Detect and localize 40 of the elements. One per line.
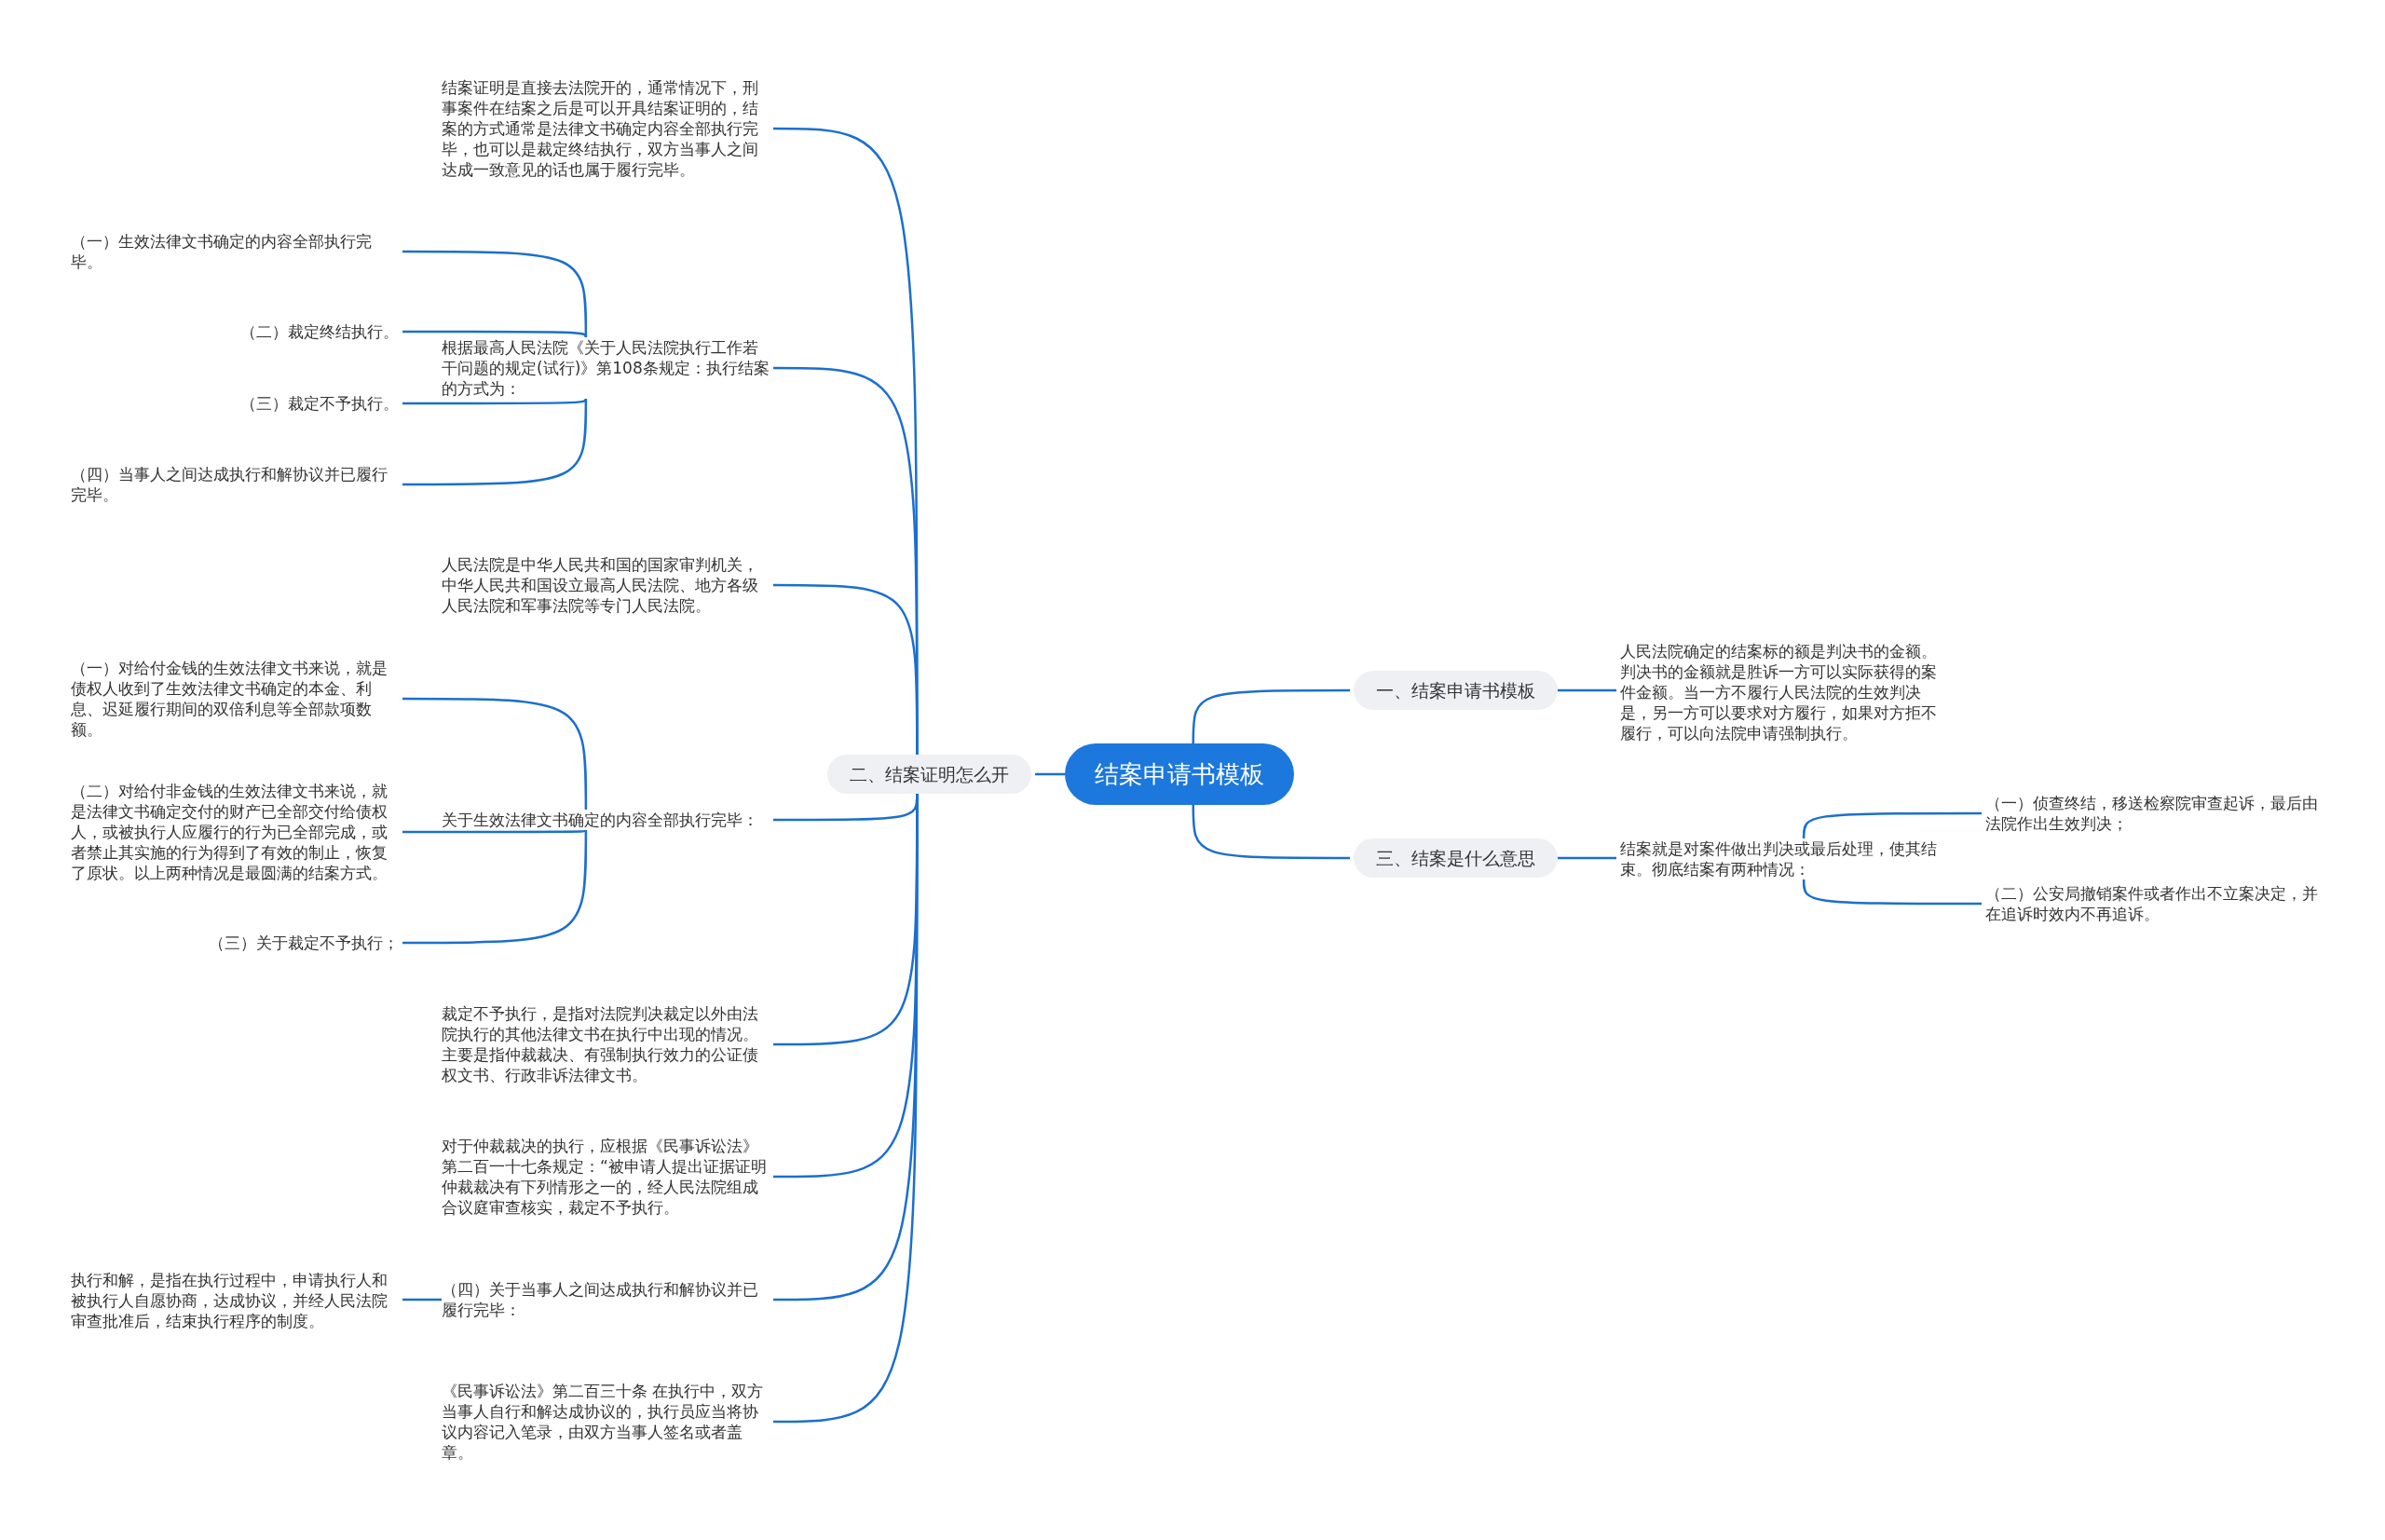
topic-text: （三）裁定不予执行。 — [240, 393, 399, 414]
topic-text: 结案就是对案件做出判决或最后处理，使其结束。彻底结案有两种情况： — [1620, 838, 1948, 879]
topic-text: 《民事诉讼法》第二百三十条 在执行中，双方当事人自行和解达成协议的，执行员应当将协议内容记入笔录，由双方当事人签名或者盖章。 — [442, 1381, 770, 1463]
topic-text: （一）侦查终结，移送检察院审查起诉，最后由法院作出生效判决； — [1985, 793, 2330, 834]
topic-text: 根据最高人民法院《关于人民法院执行工作若干问题的规定(试行)》第108条规定：执行结案的方式为： — [442, 337, 770, 399]
connector-line — [402, 399, 588, 486]
topic-text: 裁定不予执行，是指对法院判决裁定以外由法院执行的其他法律文书在执行中出现的情况。主要是指仲裁裁决、有强制执行效力的公证债权文书、行政非诉法律文书。 — [442, 1003, 770, 1085]
connector-line — [1035, 772, 1065, 776]
connector-line — [402, 330, 588, 338]
topic-text: （二）对给付非金钱的生效法律文书来说，就是法律文书确定交付的财产已全部交付给债权人，或被执行人应履行的行为已全部完成，或者禁止其实施的行为得到了有效的制止，恢复了原状。以上两种情况是最圆满的结案方式。 — [71, 781, 399, 883]
connector-line — [402, 398, 587, 405]
branch-topic: 一、结案申请书模板 — [1354, 671, 1558, 710]
topic-text: （一）生效法律文书确定的内容全部执行完毕。 — [71, 231, 399, 272]
topic-text: 关于生效法律文书确定的内容全部执行完毕： — [442, 810, 770, 830]
topic-text: 人民法院确定的结案标的额是判决书的金额。判决书的金额就是胜诉一方可以实际获得的案件金额。当一方不履行人民法院的生效判决是，另一方可以要求对方履行，如果对方拒不履行，可以向法院申请强制执行。 — [1620, 641, 1948, 743]
branch-topic: 三、结案是什么意思 — [1354, 838, 1558, 878]
connector-line — [1192, 805, 1350, 860]
topic-text: 人民法院是中华人民共和国的国家审判机关，中华人民共和国设立最高人民法院、地方各级人民法院和军事法院等专门人民法院。 — [442, 554, 770, 616]
connector-line — [773, 583, 919, 755]
central-topic: 结案申请书模板 — [1065, 743, 1294, 805]
topic-text: （一）对给付金钱的生效法律文书来说，就是债权人收到了生效法律文书确定的本金、利息、迟延履行期间的双倍利息等全部款项数额。 — [71, 658, 399, 740]
topic-text: 结案证明是直接去法院开的，通常情况下，刑事案件在结案之后是可以开具结案证明的，结案的方式通常是法律文书确定内容全部执行完毕，也可以是裁定终结执行，双方当事人之间达成一致意见的话也属于履行完毕。 — [442, 77, 770, 180]
topic-text: （三）关于裁定不予执行； — [209, 933, 399, 953]
topic-text: （四）当事人之间达成执行和解协议并已履行完毕。 — [71, 464, 399, 505]
connector-line — [402, 830, 588, 945]
connector-line — [1802, 811, 1982, 839]
connector-line — [1558, 856, 1616, 860]
connector-line — [402, 1298, 442, 1302]
topic-text: （二）公安局撤销案件或者作出不立案决定，并在追诉时效内不再追诉。 — [1985, 883, 2330, 924]
connector-line — [1558, 688, 1616, 692]
topic-text: （四）关于当事人之间达成执行和解协议并已履行完毕： — [442, 1279, 770, 1320]
connector-line — [1802, 879, 1982, 906]
topic-text: 执行和解，是指在执行过程中，申请执行人和被执行人自愿协商，达成协议，并经人民法院审查批准后，结束执行程序的制度。 — [71, 1270, 399, 1331]
connector-line — [402, 697, 588, 810]
connector-line — [402, 250, 588, 337]
connector-line — [402, 828, 587, 834]
topic-text: （二）裁定终结执行。 — [240, 321, 399, 342]
connector-line — [1192, 688, 1350, 743]
topic-text: 对于仲裁裁决的执行，应根据《民事诉讼法》第二百一十七条规定：“被申请人提出证据证明仲裁裁决有下列情形之一的，经人民法院组成合议庭审查核实，裁定不予执行。 — [442, 1136, 770, 1218]
branch-topic: 二、结案证明怎么开 — [827, 755, 1031, 794]
